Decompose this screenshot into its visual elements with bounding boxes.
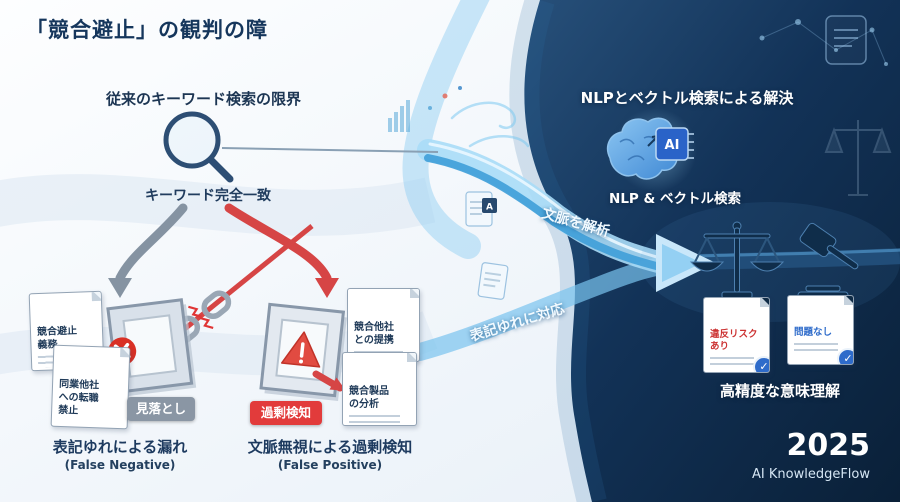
doc-text: 問題なし: [794, 326, 833, 338]
false-negative-subcaption: (False Negative): [64, 458, 176, 472]
data-flow-streams: [402, 0, 900, 361]
boundary-glow: [509, 0, 607, 502]
magnifier-icon: [163, 111, 234, 183]
doc-fold-corner: [119, 346, 131, 358]
doc-fold-corner: [91, 290, 103, 302]
check-icon: ✓: [837, 348, 853, 364]
faint-scales-decor: [824, 120, 892, 196]
solution-heading: NLPとベクトル検索による解決: [580, 89, 794, 107]
flow-arrowhead: [656, 234, 716, 292]
year-label: 2025: [786, 428, 871, 463]
magnifier-to-flow-connector: [221, 147, 439, 153]
overdetect-frame-icon: [259, 302, 347, 402]
doc-competitor-product: 競合製品 の分析: [342, 352, 417, 426]
overdetect-badge: 過剰検知: [250, 401, 322, 425]
over-branch-arrow: [224, 203, 339, 298]
nlp-vector-node: NLP & ベクトル検索: [609, 191, 741, 207]
doc-job-change-ban: 同業他社 への転職 禁止: [50, 344, 131, 430]
network-nodes-decor: [759, 19, 888, 66]
doc-fold-corner: [843, 296, 853, 306]
doc-text: 同業他社 への転職 禁止: [57, 378, 100, 417]
flow-document-icons: A: [465, 191, 509, 300]
false-positive-caption: 文脈無視による過剰検知: [247, 438, 413, 456]
doc-text-lines: [794, 343, 839, 356]
a-glyph: A: [486, 203, 493, 213]
doc-no-issue: 問題なし ✓: [787, 295, 854, 365]
page-title: 「競合避止」の観判の障: [26, 18, 268, 42]
dark-background: [524, 0, 900, 502]
doc-fold-corner: [409, 289, 419, 299]
keyword-match-node: キーワード完全一致: [145, 188, 271, 204]
false-negative-caption: 表記ゆれによる漏れ: [52, 438, 188, 456]
brand-label: AI KnowledgeFlow: [752, 467, 870, 482]
doc-text: 違反リスク あり: [710, 328, 758, 353]
solution-caption: 高精度な意味理解: [719, 382, 840, 400]
corner-document-icon: [825, 15, 867, 65]
doc-competitor-alliance: 競合他社 との提携: [347, 288, 420, 362]
miss-branch-arrow: [108, 203, 188, 298]
doc-text-lines: [710, 357, 755, 370]
doc-fold-corner: [759, 298, 769, 308]
check-icon: ✓: [753, 356, 769, 372]
bar-chart-icon: [388, 100, 410, 132]
doc-fold-corner: [406, 353, 416, 363]
legacy-heading: 従来のキーワード検索の限界: [106, 90, 302, 108]
doc-text-lines: [349, 415, 400, 425]
doc-text: 競合他社 との提携: [354, 322, 394, 346]
missed-badge: 見落とし: [127, 397, 195, 421]
sparkle-dots: [428, 86, 462, 110]
ai-chip-label: AI: [665, 138, 680, 153]
frame-to-docs-arrow: [312, 370, 346, 392]
doc-text: 競合製品 の分析: [349, 386, 389, 410]
ai-chip-icon: AI: [655, 127, 694, 161]
doc-violation-risk: 違反リスク あり ✓: [703, 297, 770, 373]
warning-triangle-icon: [280, 331, 321, 368]
false-positive-subcaption: (False Positive): [277, 458, 383, 472]
swirl-decor: [450, 101, 530, 148]
